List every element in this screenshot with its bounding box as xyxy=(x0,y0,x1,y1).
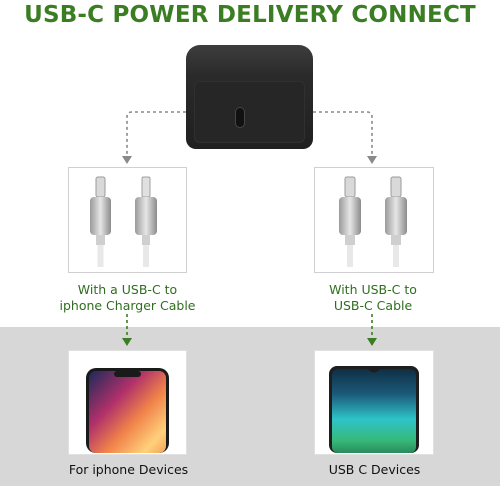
arrow-right-connector xyxy=(313,111,373,158)
charger-face xyxy=(194,81,305,143)
cable-label-line1: With USB-C to xyxy=(329,282,417,297)
arrow-down-icon xyxy=(367,156,377,164)
android-phone-icon xyxy=(329,366,419,453)
cable-pair-usbc xyxy=(339,176,407,267)
cable-label-line2: iphone Charger Cable xyxy=(59,298,196,313)
page-title: USB-C POWER DELIVERY CONNECT xyxy=(24,2,476,28)
device-label-iphone: For iphone Devices xyxy=(68,462,189,477)
device-label-usbc: USB C Devices xyxy=(328,462,421,477)
cable-label-line2: USB-C Cable xyxy=(333,298,413,313)
arrow-down-icon xyxy=(122,338,132,346)
cable-box-lightning xyxy=(68,167,187,273)
cable-box-usbc xyxy=(314,167,434,273)
iphone-icon xyxy=(86,368,169,453)
arrow-down-icon xyxy=(122,156,132,164)
usbc-cable-icon xyxy=(339,176,361,267)
cable-pair-lightning xyxy=(90,176,157,267)
lightning-cable-icon xyxy=(135,176,157,267)
cable-label-line1: With a USB-C to xyxy=(77,282,178,297)
cable-label-usbc: With USB-C to USB-C Cable xyxy=(293,282,453,314)
usbc-port-icon xyxy=(236,108,244,127)
arrow-down-icon xyxy=(367,338,377,346)
charger-icon xyxy=(186,45,313,149)
arrow-left-connector xyxy=(126,111,186,158)
usbc-cable-icon xyxy=(90,176,111,267)
usbc-cable-icon xyxy=(385,176,407,267)
cable-label-lightning: With a USB-C to iphone Charger Cable xyxy=(40,282,215,314)
